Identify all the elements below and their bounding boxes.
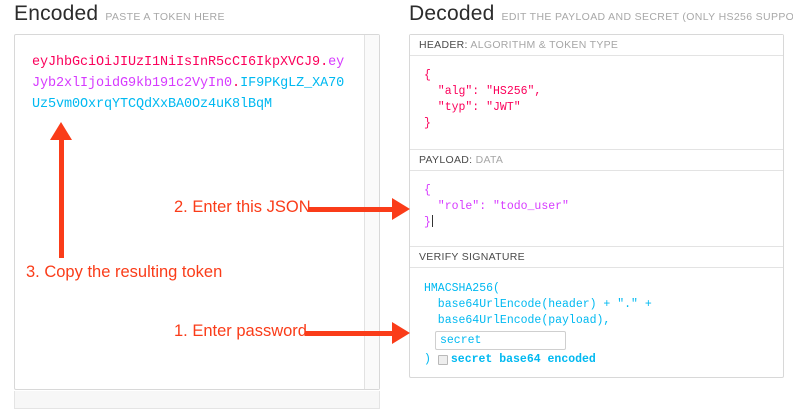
hmac-line-1: HMACSHA256( (424, 282, 500, 295)
encoded-panel-footer (14, 391, 380, 409)
payload-label-key: PAYLOAD: (419, 154, 473, 166)
signature-section-label: VERIFY SIGNATURE (410, 247, 783, 268)
base64-encoded-checkbox[interactable] (437, 355, 448, 365)
decoded-header-section: HEADER: ALGORITHM & TOKEN TYPE { "alg": … (410, 35, 783, 150)
text-caret (431, 215, 433, 227)
annotation-step-3-arrow-shaft (59, 140, 64, 258)
jwt-payload-segment: eyJyb2xlIjoidG9kb191c2VyIn0 (32, 55, 345, 91)
payload-section-label: PAYLOAD: DATA (410, 150, 783, 171)
encoded-subtitle: PASTE A TOKEN HERE (105, 11, 225, 23)
hmac-line-3: base64UrlEncode(payload), (424, 314, 611, 327)
jwt-dot-1: . (320, 55, 329, 70)
header-json-body: { "alg": "HS256", "typ": "JWT" } (424, 69, 542, 130)
base64-encoded-label: secret base64 encoded (450, 353, 596, 366)
header-section-label: HEADER: ALGORITHM & TOKEN TYPE (410, 35, 783, 56)
annotation-step-2-arrow-head (392, 198, 410, 220)
payload-json-text: { "role": "todo_user" } (424, 184, 569, 229)
annotation-step-1-arrow-shaft (305, 331, 392, 336)
decoded-heading: Decoded EDIT THE PAYLOAD AND SECRET (ONLY… (409, 2, 793, 26)
annotation-step-3-text: 3. Copy the resulting token (26, 263, 223, 281)
decoded-payload-section: PAYLOAD: DATA { "role": "todo_user" } (410, 150, 783, 247)
hmac-line-2: base64UrlEncode(header) + "." + (424, 298, 652, 311)
signature-close-row: ) secret base64 encoded (424, 352, 783, 368)
decoded-signature-section: VERIFY SIGNATURE HMACSHA256( base64UrlEn… (410, 247, 783, 398)
encoded-scrollbar[interactable] (364, 35, 379, 389)
payload-label-value: DATA (475, 154, 504, 166)
encoded-heading: Encoded PASTE A TOKEN HERE (14, 2, 225, 26)
signature-label-key: VERIFY SIGNATURE (419, 251, 525, 263)
jwt-token-text[interactable]: eyJhbGciOiJIUzI1NiIsInR5cCI6IkpXVCJ9.eyJ… (32, 52, 350, 115)
decoded-subtitle: EDIT THE PAYLOAD AND SECRET (ONLY HS256 … (501, 11, 793, 23)
jwt-signature-segment: IF9PKgLZ_XA70Uz5vm0OxrqYTCQdXxBA0Oz4uK8l… (32, 76, 345, 112)
jwt-header-segment: eyJhbGciOiJIUzI1NiIsInR5cCI6IkpXVCJ9 (32, 55, 321, 70)
annotation-step-3-arrow-head (50, 122, 72, 140)
decoded-title: Decoded (409, 2, 495, 25)
encoded-token-editor[interactable]: eyJhbGciOiJIUzI1NiIsInR5cCI6IkpXVCJ9.eyJ… (14, 34, 380, 390)
header-label-value: ALGORITHM & TOKEN TYPE (470, 39, 619, 51)
signature-body: HMACSHA256( base64UrlEncode(header) + ".… (410, 268, 783, 398)
annotation-step-1-arrow-head (392, 322, 410, 344)
jwt-dot-2: . (232, 76, 241, 91)
secret-input[interactable] (435, 331, 566, 350)
header-label-key: HEADER: (419, 39, 468, 51)
annotation-step-2-arrow-shaft (309, 207, 392, 212)
decoded-panel: HEADER: ALGORITHM & TOKEN TYPE { "alg": … (409, 34, 784, 378)
encoded-title: Encoded (14, 2, 99, 25)
signature-close-paren: ) (424, 353, 431, 366)
annotation-step-1-text: 1. Enter password (174, 322, 307, 340)
payload-json-editor[interactable]: { "role": "todo_user" } (410, 171, 783, 246)
annotation-step-2-text: 2. Enter this JSON (174, 198, 311, 216)
